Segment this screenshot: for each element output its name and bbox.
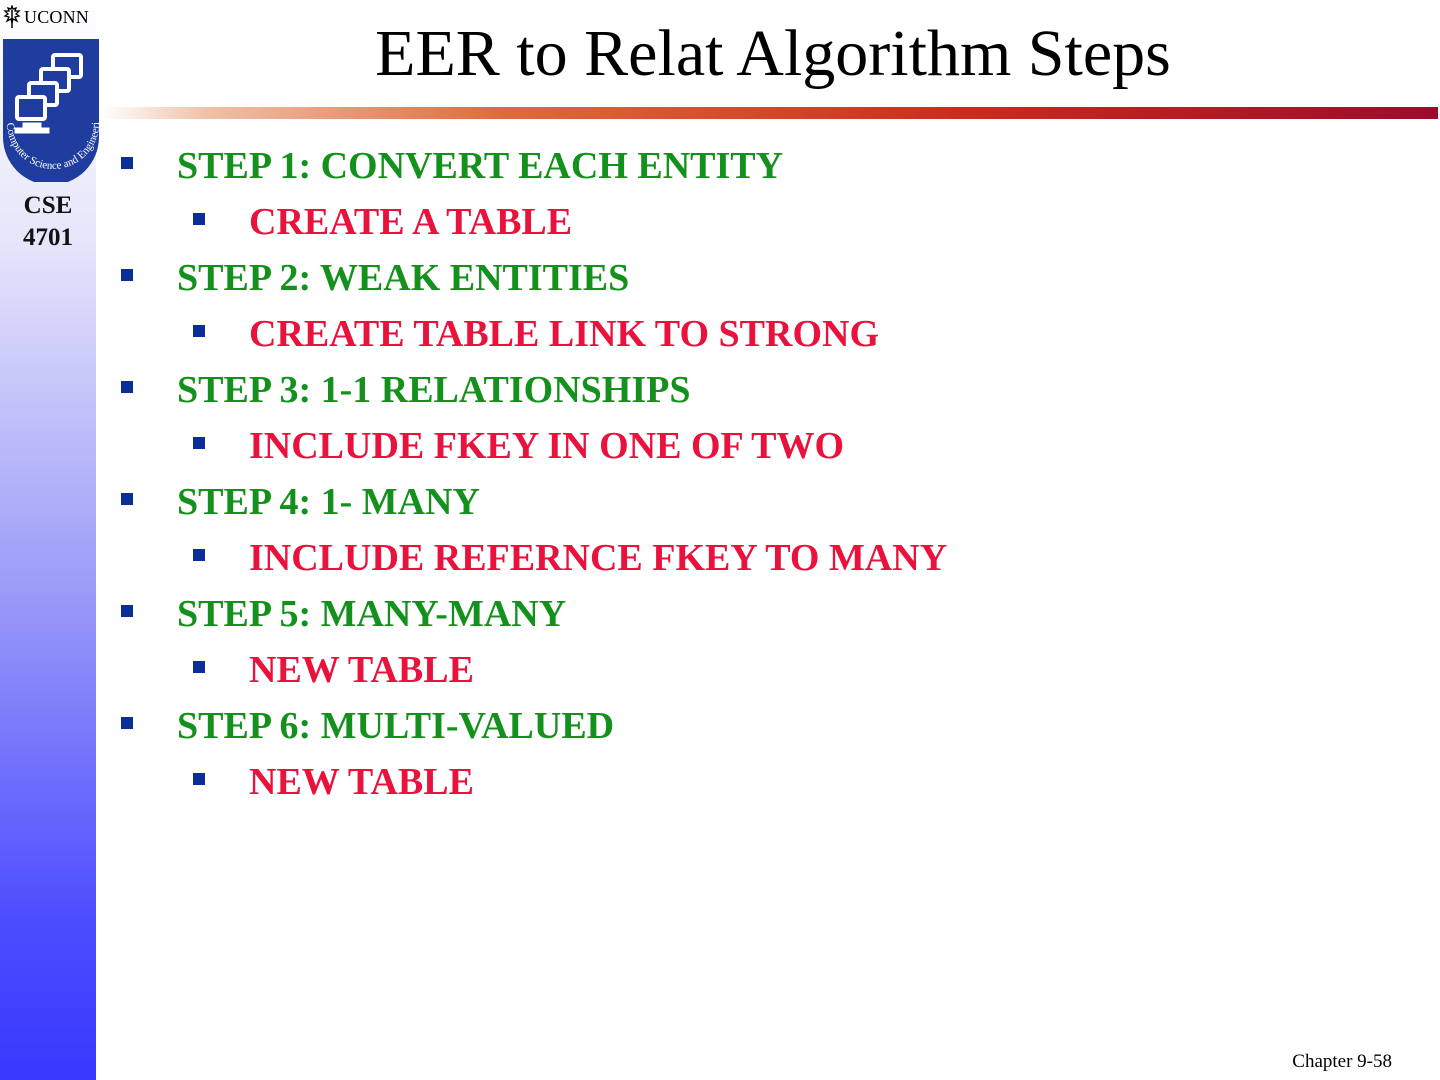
square-bullet-icon <box>121 381 133 393</box>
course-code-line2: 4701 <box>23 224 73 251</box>
square-bullet-icon <box>193 549 205 561</box>
bullet-item: STEP 6: MULTI-VALUED <box>0 700 1440 756</box>
sub-bullet-item: CREATE A TABLE <box>0 196 1440 252</box>
stacked-computers-logo-icon: Computer Science and Engineering <box>0 28 102 185</box>
slide-footer: Chapter 9-58 <box>1292 1051 1392 1072</box>
sidebar: UCONN Computer Science and Engineering C… <box>0 0 102 1080</box>
sub-bullet-item: CREATE TABLE LINK TO STRONG <box>0 308 1440 364</box>
square-bullet-icon <box>121 493 133 505</box>
square-bullet-icon <box>121 269 133 281</box>
bullet-text: STEP 1: CONVERT EACH ENTITY <box>177 145 784 187</box>
square-bullet-icon <box>193 437 205 449</box>
bullet-text: NEW TABLE <box>249 649 474 691</box>
bullet-item: STEP 1: CONVERT EACH ENTITY <box>0 140 1440 196</box>
bullet-text: NEW TABLE <box>249 761 474 803</box>
bullet-text: INCLUDE FKEY IN ONE OF TWO <box>249 425 845 467</box>
sub-bullet-item: INCLUDE REFERNCE FKEY TO MANY <box>0 532 1440 588</box>
bullet-text: INCLUDE REFERNCE FKEY TO MANY <box>249 537 948 579</box>
bullet-list: STEP 1: CONVERT EACH ENTITY CREATE A TABL… <box>0 140 1440 812</box>
bullet-text: CREATE A TABLE <box>249 201 573 243</box>
sub-bullet-item: NEW TABLE <box>0 756 1440 812</box>
square-bullet-icon <box>193 661 205 673</box>
square-bullet-icon <box>121 605 133 617</box>
bullet-text: STEP 2: WEAK ENTITIES <box>177 257 630 299</box>
sub-bullet-item: INCLUDE FKEY IN ONE OF TWO <box>0 420 1440 476</box>
uconn-mark: UCONN <box>3 4 89 30</box>
course-code: CSE 4701 <box>0 190 96 254</box>
title-underline <box>101 107 1438 119</box>
bullet-text: CREATE TABLE LINK TO STRONG <box>249 313 880 355</box>
bullet-item: STEP 3: 1-1 RELATIONSHIPS <box>0 364 1440 420</box>
square-bullet-icon <box>193 213 205 225</box>
square-bullet-icon <box>121 717 133 729</box>
square-bullet-icon <box>121 157 133 169</box>
bullet-item: STEP 2: WEAK ENTITIES <box>0 252 1440 308</box>
course-code-line1: CSE <box>23 192 73 219</box>
bullet-text: STEP 4: 1- MANY <box>177 481 480 523</box>
sub-bullet-item: NEW TABLE <box>0 644 1440 700</box>
department-logo: Computer Science and Engineering <box>0 28 102 187</box>
bullet-item: STEP 4: 1- MANY <box>0 476 1440 532</box>
square-bullet-icon <box>193 325 205 337</box>
uconn-oak-leaf-icon <box>3 5 21 28</box>
bullet-text: STEP 5: MANY-MANY <box>177 593 567 635</box>
slide-title: EER to Relat Algorithm Steps <box>375 17 1171 90</box>
university-name: UCONN <box>24 6 90 27</box>
bullet-text: STEP 3: 1-1 RELATIONSHIPS <box>177 369 691 411</box>
bullet-item: STEP 5: MANY-MANY <box>0 588 1440 644</box>
bullet-text: STEP 6: MULTI-VALUED <box>177 705 615 747</box>
square-bullet-icon <box>193 773 205 785</box>
